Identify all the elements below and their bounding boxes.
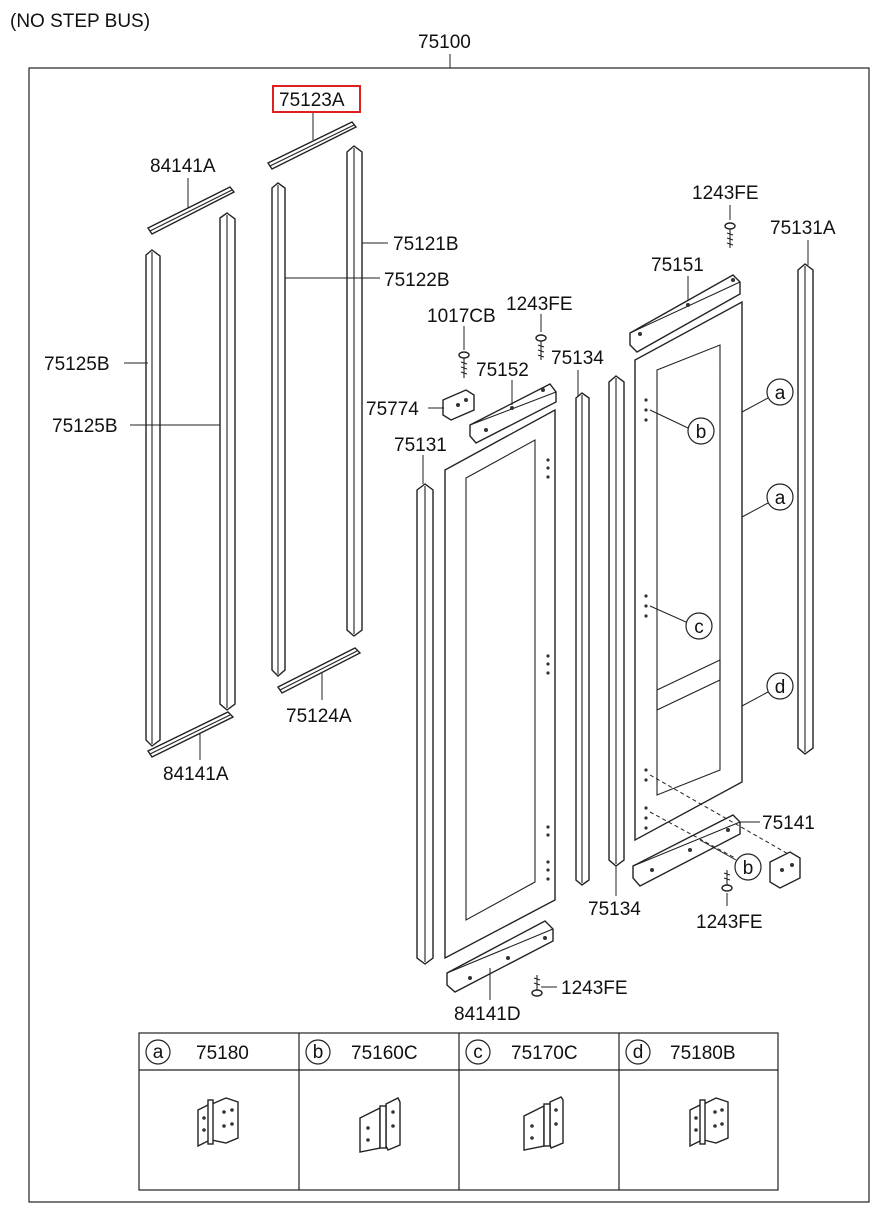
legend-part-b: 75160C	[351, 1043, 418, 1064]
svg-text:b: b	[696, 422, 707, 443]
part-84141D	[446, 920, 554, 993]
label-1243FE-top: 1243FE	[692, 183, 759, 204]
leader-callout-a1	[741, 397, 769, 413]
label-84141D: 84141D	[454, 1004, 521, 1025]
bolt-1243FE-mid	[535, 334, 547, 360]
part-75134-right	[608, 375, 625, 867]
part-75121B	[346, 145, 363, 637]
leader-callout-b1	[649, 409, 689, 429]
label-75152: 75152	[476, 360, 529, 381]
label-84141A-bottom: 84141A	[163, 764, 229, 785]
center-door-panel	[444, 408, 556, 960]
leader-callout-a2	[741, 502, 769, 518]
legend-part-a: 75180	[196, 1043, 249, 1064]
hinge-75180B-icon	[689, 1097, 729, 1148]
part-75131A	[797, 263, 814, 755]
diagram-frame	[28, 67, 870, 1203]
label-1243FE-mid: 1243FE	[506, 294, 573, 315]
legend-letter-d: d	[633, 1042, 644, 1063]
callout-b-2: b	[734, 853, 762, 881]
label-75123A: 75123A	[279, 90, 345, 111]
label-75141: 75141	[762, 813, 815, 834]
highlight-box-75123A	[272, 85, 361, 113]
part-75125B-left-rail	[145, 249, 161, 747]
svg-text:a: a	[775, 488, 786, 509]
legend-letter-a: a	[153, 1042, 164, 1063]
hinge-75180-icon	[197, 1097, 239, 1148]
label-75774: 75774	[366, 399, 419, 420]
label-75134-top: 75134	[551, 348, 604, 369]
svg-text:d: d	[775, 677, 786, 698]
part-75141	[632, 814, 741, 887]
part-75125B-right-rail	[219, 212, 236, 711]
legend-cell-c: c 75170C	[465, 1039, 578, 1065]
label-75124A: 75124A	[286, 706, 352, 727]
svg-text:b: b	[743, 858, 754, 879]
bolt-1243FE-top	[724, 222, 736, 248]
label-75134-bottom: 75134	[588, 899, 641, 920]
part-75151	[629, 274, 741, 353]
svg-text:c: c	[694, 617, 704, 638]
right-door-panel	[634, 300, 743, 842]
leader-callout-c1	[649, 605, 687, 623]
part-75774	[442, 389, 475, 421]
legend-cell-b: b 75160C	[305, 1039, 418, 1065]
leader-callout-b2	[699, 839, 737, 861]
part-84141A-bottom	[146, 711, 235, 758]
hinge-dash-line-2	[649, 811, 736, 859]
part-75134-left	[575, 392, 590, 886]
part-75152	[469, 383, 557, 444]
label-75125B-2: 75125B	[52, 416, 118, 437]
leader-callout-d1	[741, 691, 769, 707]
legend-cell-a: a 75180	[145, 1039, 249, 1065]
callout-b-1: b	[687, 417, 715, 445]
hinge-bracket-right	[769, 851, 801, 889]
legend-cell-d: d 75180B	[625, 1039, 736, 1065]
part-75131	[416, 483, 434, 965]
hinge-75160C-icon	[359, 1097, 401, 1153]
hinge-dash-line-1	[649, 774, 791, 856]
legend-letter-c: c	[473, 1042, 483, 1063]
hinge-75170C-icon	[523, 1096, 564, 1151]
callout-d-1: d	[766, 672, 794, 700]
label-1017CB: 1017CB	[427, 306, 496, 327]
label-75131: 75131	[394, 435, 447, 456]
callout-a-2: a	[766, 483, 794, 511]
label-1243FE-right: 1243FE	[696, 912, 763, 933]
label-75121B: 75121B	[393, 234, 459, 255]
callout-a-1: a	[766, 378, 794, 406]
svg-text:a: a	[775, 383, 786, 404]
diagram-heading: (NO STEP BUS)	[10, 11, 150, 32]
legend-part-d: 75180B	[670, 1043, 736, 1064]
bolt-1017CB	[458, 351, 470, 378]
callout-c-1: c	[685, 612, 713, 640]
label-75151: 75151	[651, 255, 704, 276]
bolt-1243FE-bottom	[531, 975, 543, 997]
legend-table	[138, 1032, 779, 1191]
label-84141A-top: 84141A	[150, 156, 216, 177]
bolt-1243FE-right	[721, 870, 733, 892]
label-75122B: 75122B	[384, 270, 450, 291]
part-84141A-top	[146, 186, 236, 235]
legend-part-c: 75170C	[511, 1043, 578, 1064]
part-75122B	[271, 182, 286, 677]
assembly-number: 75100	[418, 32, 471, 53]
part-75123A	[266, 121, 358, 170]
label-75131A: 75131A	[770, 218, 836, 239]
legend-letter-b: b	[313, 1042, 324, 1063]
label-1243FE-bottom: 1243FE	[561, 978, 628, 999]
part-75124A	[276, 647, 362, 694]
label-75125B-1: 75125B	[44, 354, 110, 375]
